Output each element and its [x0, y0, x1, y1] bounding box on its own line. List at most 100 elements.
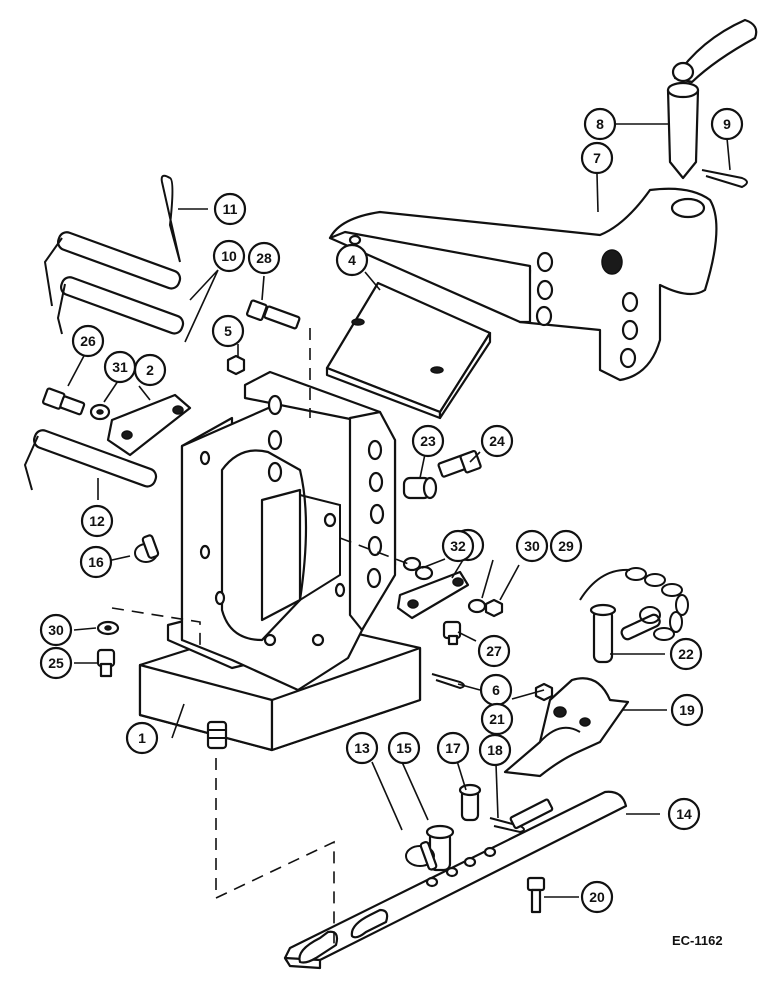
- part-27-bolt: [442, 620, 462, 646]
- svg-text:6: 6: [492, 682, 500, 698]
- svg-text:25: 25: [48, 655, 64, 671]
- svg-text:19: 19: [679, 702, 695, 718]
- part-25-bolt: [96, 648, 116, 678]
- svg-text:1: 1: [138, 730, 146, 746]
- part-23-spacer: [402, 476, 438, 500]
- part-6-cotter: [431, 673, 465, 690]
- part-3-link-plate: [396, 570, 470, 620]
- svg-text:20: 20: [589, 889, 605, 905]
- part-19-bracket: [503, 677, 630, 778]
- svg-text:12: 12: [89, 513, 105, 529]
- callout-10[interactable]: 10: [212, 239, 246, 273]
- alignment-lines: [111, 328, 415, 948]
- svg-text:14: 14: [676, 806, 692, 822]
- svg-text:2: 2: [146, 362, 154, 378]
- part-28-bolt: [245, 299, 301, 330]
- svg-text:30: 30: [48, 622, 64, 638]
- part-10-pins: [43, 231, 185, 335]
- part-31-washer: [89, 403, 111, 421]
- part-20-bolt: [526, 876, 546, 914]
- part-30-washer-lower: [96, 620, 120, 636]
- callout-12[interactable]: 12: [80, 504, 114, 538]
- callout-18[interactable]: 18: [478, 733, 512, 767]
- callout-23[interactable]: 23: [411, 424, 445, 458]
- part-5-nut: [226, 354, 246, 376]
- callout-29[interactable]: 29: [549, 529, 583, 563]
- svg-text:5: 5: [224, 323, 232, 339]
- part-30-nut-upper: [467, 598, 504, 618]
- callout-9[interactable]: 9: [710, 107, 744, 141]
- callout-22[interactable]: 22: [669, 637, 703, 671]
- svg-text:31: 31: [112, 359, 128, 375]
- callout-1[interactable]: 1: [125, 721, 159, 755]
- svg-text:27: 27: [486, 643, 502, 659]
- svg-text:26: 26: [80, 333, 96, 349]
- callout-19[interactable]: 19: [670, 693, 704, 727]
- callout-28[interactable]: 28: [247, 241, 281, 275]
- part-9-clip: [701, 169, 748, 189]
- svg-text:9: 9: [723, 116, 731, 132]
- part-13-linch-pin: [405, 841, 438, 871]
- part-16-linch-pin: [134, 534, 160, 563]
- part-7-clevis: [328, 187, 718, 382]
- part-22-chain-pin: [579, 567, 689, 664]
- part-21-nut: [534, 682, 554, 702]
- callout-14[interactable]: 14: [667, 797, 701, 831]
- svg-text:16: 16: [88, 554, 104, 570]
- callout-17[interactable]: 17: [436, 731, 470, 765]
- callout-4[interactable]: 4: [335, 243, 369, 277]
- callout-30-lower[interactable]: 30: [39, 613, 73, 647]
- callout-32[interactable]: 32: [441, 529, 475, 563]
- part-1-hitch-frame: [138, 370, 422, 752]
- part-4-plate: [325, 281, 492, 420]
- part-12-long-pin: [23, 429, 158, 491]
- part-26-bolt: [41, 387, 86, 416]
- callout-15[interactable]: 15: [387, 731, 421, 765]
- svg-text:17: 17: [445, 740, 461, 756]
- callout-31[interactable]: 31: [103, 350, 137, 384]
- callout-6[interactable]: 6: [479, 673, 513, 707]
- callout-16[interactable]: 16: [79, 545, 113, 579]
- callout-13[interactable]: 13: [345, 731, 379, 765]
- svg-text:18: 18: [487, 742, 503, 758]
- svg-text:24: 24: [489, 433, 505, 449]
- svg-text:28: 28: [256, 250, 272, 266]
- svg-text:15: 15: [396, 740, 412, 756]
- callout-25[interactable]: 25: [39, 646, 73, 680]
- part-2-link-plate: [106, 393, 192, 457]
- part-11-r-clip: [160, 174, 181, 263]
- callout-21[interactable]: 21: [480, 702, 514, 736]
- callout-2[interactable]: 2: [133, 353, 167, 387]
- svg-text:29: 29: [558, 538, 574, 554]
- svg-text:30: 30: [524, 538, 540, 554]
- callout-5[interactable]: 5: [211, 314, 245, 348]
- svg-text:11: 11: [223, 201, 238, 217]
- svg-text:21: 21: [489, 711, 505, 727]
- callout-20[interactable]: 20: [580, 880, 614, 914]
- callout-11[interactable]: 11: [213, 192, 247, 226]
- svg-text:8: 8: [596, 116, 604, 132]
- svg-text:7: 7: [593, 150, 601, 166]
- svg-text:32: 32: [450, 538, 466, 554]
- callout-30-upper[interactable]: 30: [515, 529, 549, 563]
- svg-text:22: 22: [678, 646, 694, 662]
- svg-text:23: 23: [420, 433, 436, 449]
- part-32-washers: [402, 556, 434, 581]
- svg-text:10: 10: [221, 248, 237, 264]
- part-17-pin: [458, 783, 482, 822]
- callout-26[interactable]: 26: [71, 324, 105, 358]
- callouts: 1 2 3 4 5 6 7 8 9 10 11 12 13 14 15 16 1…: [39, 107, 744, 914]
- callout-7[interactable]: 7: [580, 141, 614, 175]
- svg-text:13: 13: [354, 740, 370, 756]
- callout-27[interactable]: 27: [477, 634, 511, 668]
- svg-text:4: 4: [348, 252, 356, 268]
- leader-lines: [67, 123, 731, 898]
- part-14-drawbar: [283, 790, 628, 970]
- callout-24[interactable]: 24: [480, 424, 514, 458]
- part-24-bolt: [437, 449, 482, 478]
- reference-code: EC-1162: [672, 933, 723, 948]
- part-8-handle-pin: [666, 18, 758, 180]
- callout-8[interactable]: 8: [583, 107, 617, 141]
